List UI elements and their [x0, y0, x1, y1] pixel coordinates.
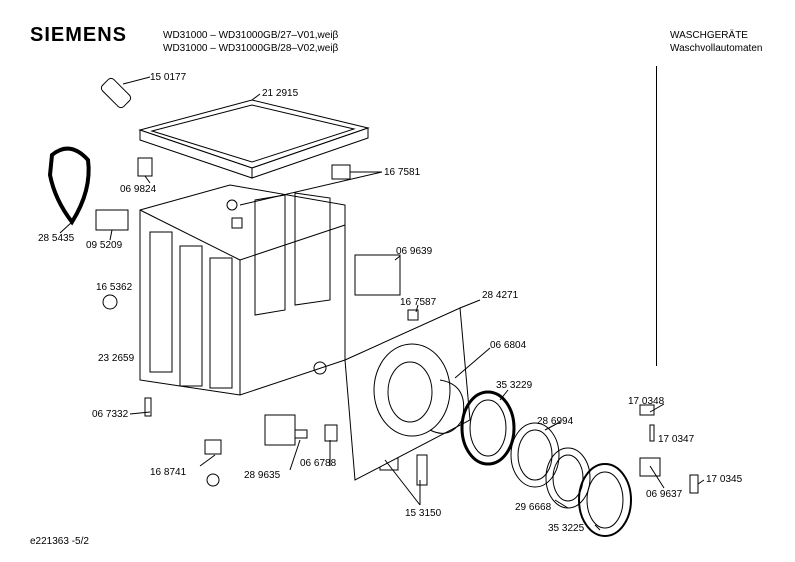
brand-logo: SIEMENS: [30, 24, 128, 46]
model-line-1: WD31000 – WD31000GB/27–V01,weiβ: [163, 30, 339, 41]
part-label: 16 8741: [150, 467, 187, 478]
part-label: 28 4271: [482, 290, 519, 301]
part-label: 21 2915: [262, 88, 299, 99]
part-label: 28 5435: [38, 233, 75, 244]
part-labels: 15 0177 21 2915 06 9824 16 7581 28 5435 …: [38, 72, 743, 534]
part-label: 06 9639: [396, 246, 433, 257]
part-label: 06 6788: [300, 458, 337, 469]
part-label: 16 5362: [96, 282, 133, 293]
part-label: 06 9824: [120, 184, 157, 195]
category-title: WASCHGERÄTE: [670, 30, 748, 41]
door-rings: [460, 390, 632, 537]
part-label: 16 7581: [384, 167, 421, 178]
category-subtitle: Waschvollautomaten: [670, 43, 763, 54]
part-label: 35 3229: [496, 380, 533, 391]
front-panel: [344, 307, 471, 481]
part-label: 09 5209: [86, 240, 123, 251]
part-label: 28 9635: [244, 470, 281, 481]
part-label: 17 0347: [658, 434, 695, 445]
part-label: 17 0348: [628, 396, 665, 407]
diagram-reference: e221363 -5/2: [30, 536, 89, 547]
top-cover: [138, 99, 370, 179]
part-label: 35 3225: [548, 523, 585, 534]
part-label: 16 7587: [400, 297, 437, 308]
part-label: 15 3150: [405, 508, 442, 519]
divider-line: [656, 66, 657, 366]
part-label: 06 9637: [646, 489, 683, 500]
part-label: 28 6994: [537, 416, 574, 427]
part-label: 06 6804: [490, 340, 527, 351]
part-label: 15 0177: [150, 72, 187, 83]
housing-frame: [139, 184, 346, 396]
part-label: 17 0345: [706, 474, 743, 485]
part-label: 29 6668: [515, 502, 552, 513]
part-label: 06 7332: [92, 409, 129, 420]
leader-lines: [59, 76, 705, 531]
model-line-2: WD31000 – WD31000GB/28–V02,weiβ: [163, 43, 339, 54]
part-label: 23 2659: [98, 353, 135, 364]
